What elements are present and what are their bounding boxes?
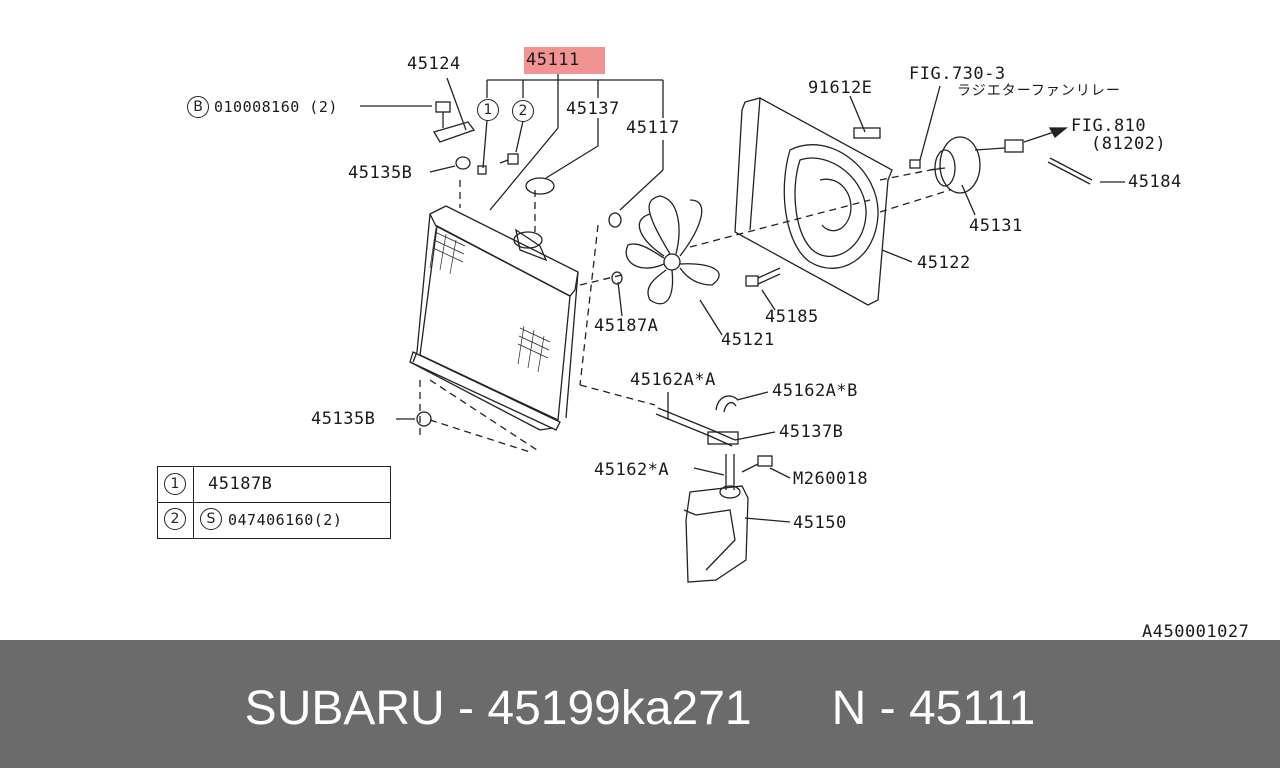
label-45124: 45124 bbox=[407, 54, 461, 74]
label-fig-730-3: FIG.730-3 bbox=[909, 64, 1006, 84]
legend-marker-2-icon: 2 bbox=[164, 508, 186, 530]
label-45117: 45117 bbox=[626, 118, 680, 138]
hoses bbox=[655, 395, 773, 490]
label-m260018: M260018 bbox=[793, 469, 869, 489]
label-fig-810: FIG.810 bbox=[1071, 116, 1147, 136]
label-radiator-fan-relay: ラジエターファンリレー bbox=[957, 83, 1121, 99]
small-fasteners bbox=[416, 101, 623, 427]
label-45121: 45121 bbox=[721, 330, 775, 350]
legend-row-1: 1 45187B bbox=[158, 467, 390, 503]
label-45150: 45150 bbox=[793, 513, 847, 533]
parts-diagram: 45111 45124 45137 45117 91612E FIG.730-3… bbox=[157, 47, 1250, 642]
label-45122: 45122 bbox=[917, 253, 971, 273]
label-bolt-code: 010008160 (2) bbox=[214, 98, 338, 116]
legend-value-2: 047406160(2) bbox=[228, 511, 343, 529]
label-45135b-bottom: 45135B bbox=[311, 409, 376, 429]
footer-banner: SUBARU - 45199ka271 N - 45111 bbox=[0, 640, 1280, 768]
label-45162-a: 45162*A bbox=[594, 460, 670, 480]
bolt-b-marker-icon: B bbox=[187, 96, 209, 118]
fan-shroud bbox=[734, 97, 893, 306]
fan-blades bbox=[625, 195, 720, 305]
callout-1-icon: 1 bbox=[477, 99, 499, 121]
label-45137b: 45137B bbox=[779, 422, 844, 442]
label-45185: 45185 bbox=[765, 307, 819, 327]
label-45162a-a: 45162A*A bbox=[630, 370, 716, 390]
label-45184: 45184 bbox=[1128, 172, 1182, 192]
legend-table: 1 45187B 2 S 047406160(2) bbox=[157, 466, 391, 539]
leader-lines bbox=[360, 77, 1125, 523]
reservoir-tank bbox=[683, 485, 749, 583]
label-45135b-top: 45135B bbox=[348, 163, 413, 183]
label-45187a: 45187A bbox=[594, 316, 659, 336]
label-45131: 45131 bbox=[969, 216, 1023, 236]
radiator bbox=[409, 205, 579, 431]
label-81202: (81202) bbox=[1091, 134, 1167, 154]
label-45137: 45137 bbox=[566, 99, 620, 119]
leader-bracket bbox=[486, 74, 664, 128]
legend-row-2: 2 S 047406160(2) bbox=[158, 502, 390, 537]
highlighted-part-box bbox=[524, 47, 605, 74]
footer-part-number: SUBARU - 45199ka271 N - 45111 bbox=[244, 682, 1036, 735]
callout-2-icon: 2 bbox=[512, 100, 534, 122]
legend-value-1: 45187B bbox=[208, 474, 273, 494]
label-45162a-b: 45162A*B bbox=[772, 381, 858, 401]
legend-s-marker-icon: S bbox=[200, 508, 222, 530]
fig810-arrow bbox=[1023, 127, 1068, 143]
diagram-drawing bbox=[360, 74, 1125, 583]
fan-motor bbox=[909, 136, 1093, 194]
figure-id: A450001027 bbox=[1142, 622, 1250, 642]
label-45111: 45111 bbox=[526, 50, 580, 70]
bolt-45185 bbox=[745, 267, 781, 287]
legend-marker-1-icon: 1 bbox=[164, 473, 186, 495]
label-91612e: 91612E bbox=[808, 78, 873, 98]
